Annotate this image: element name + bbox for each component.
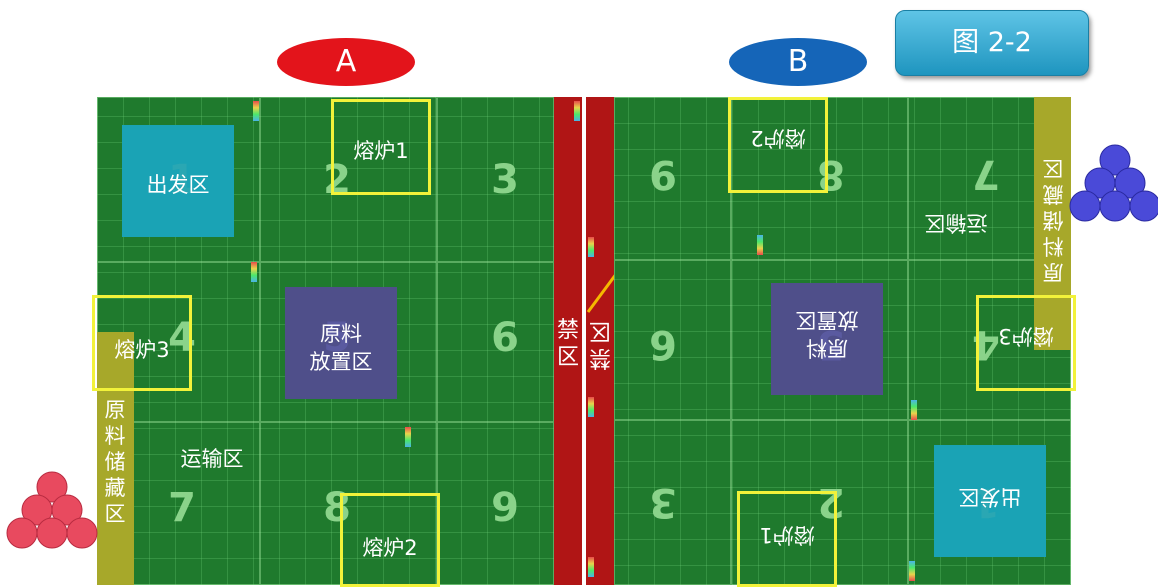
storage-zone-a — [97, 332, 134, 585]
furnace-2-a: 熔炉2 — [340, 493, 440, 587]
field-marker — [588, 237, 594, 257]
cell-number: 1 — [168, 157, 196, 203]
raw-material-balls-a — [6, 471, 98, 549]
transport-zone-label: 运输区 — [924, 211, 988, 235]
furnace-1-a: 熔炉1 — [331, 99, 431, 195]
team-a-label: A — [335, 44, 357, 79]
figure-label-badge: 图 2-2 — [895, 10, 1089, 76]
field-side-b: 1 2 3 4 5 6 7 8 9 出发区 原料 放置区 运输区 原 料 储 藏… — [614, 97, 1076, 587]
start-zone-label: 出发区 — [146, 173, 210, 197]
cell-number: 3 — [649, 479, 677, 525]
forbidden-label: 禁 区 — [589, 318, 612, 370]
raw-material-balls-b — [1069, 144, 1158, 222]
cell-number: 7 — [972, 151, 1000, 197]
field-side-a: 1 2 3 4 5 6 7 8 9 出发区 原料 放置区 运输区 原 料 储 藏… — [97, 97, 554, 585]
team-b-badge: B — [729, 38, 867, 86]
furnace-3-a: 熔炉3 — [92, 295, 192, 391]
cell-number: 8 — [323, 485, 351, 531]
furnace-label: 熔炉2 — [750, 126, 806, 150]
placement-zone-a — [285, 287, 397, 399]
railing-line — [582, 97, 586, 585]
field-marker — [405, 427, 411, 447]
figure-label: 图 2-2 — [952, 27, 1032, 58]
grid-cell — [260, 262, 437, 422]
furnace-label: 熔炉3 — [998, 324, 1054, 348]
placement-label-line2: 放置区 — [309, 350, 373, 374]
cell-number: 6 — [649, 321, 677, 367]
forbidden-label: 禁 区 — [556, 318, 579, 370]
storage-zone-label: 原 料 储 藏 区 — [104, 398, 126, 526]
cell-number: 6 — [491, 315, 519, 361]
grid-cell — [260, 97, 437, 262]
furnace-3-b: 熔炉3 — [976, 295, 1076, 391]
team-a-badge: A — [277, 38, 415, 86]
start-zone-label: 出发区 — [958, 485, 1022, 509]
cell-number: 7 — [168, 485, 196, 531]
furnace-label: 熔炉3 — [114, 338, 170, 362]
furnace-label: 熔炉1 — [353, 139, 409, 163]
cell-number: 3 — [491, 157, 519, 203]
field-marker — [911, 400, 917, 420]
grid-cell — [437, 97, 554, 262]
cell-number: 5 — [323, 315, 351, 361]
forbidden-zone-b: 禁 区 — [586, 97, 614, 585]
transport-zone-label: 运输区 — [180, 447, 244, 471]
field-marker — [574, 101, 580, 121]
field-marker — [909, 561, 915, 581]
field-marker — [253, 101, 259, 121]
field-marker — [251, 262, 257, 282]
placement-label-line1: 原料 — [806, 336, 848, 360]
field-marker — [588, 557, 594, 577]
cell-number: 9 — [649, 151, 677, 197]
cell-number: 9 — [491, 485, 519, 531]
start-zone-a — [122, 125, 234, 237]
placement-label-line1: 原料 — [320, 322, 362, 346]
furnace-1-b: 熔炉1 — [737, 491, 837, 587]
cell-number: 2 — [323, 157, 351, 203]
storage-zone-label: 原 料 储 藏 区 — [1042, 156, 1064, 284]
team-b-label: B — [787, 44, 809, 79]
field-marker — [588, 397, 594, 417]
furnace-label: 熔炉1 — [759, 523, 815, 547]
grid-cell — [97, 97, 260, 262]
field-marker — [757, 235, 763, 255]
forbidden-zone-a: 禁 区 — [554, 97, 582, 585]
furnace-label: 熔炉2 — [362, 536, 418, 560]
grid-cell — [437, 262, 554, 422]
furnace-2-b: 熔炉2 — [728, 97, 828, 193]
placement-label-line2: 放置区 — [795, 308, 859, 332]
